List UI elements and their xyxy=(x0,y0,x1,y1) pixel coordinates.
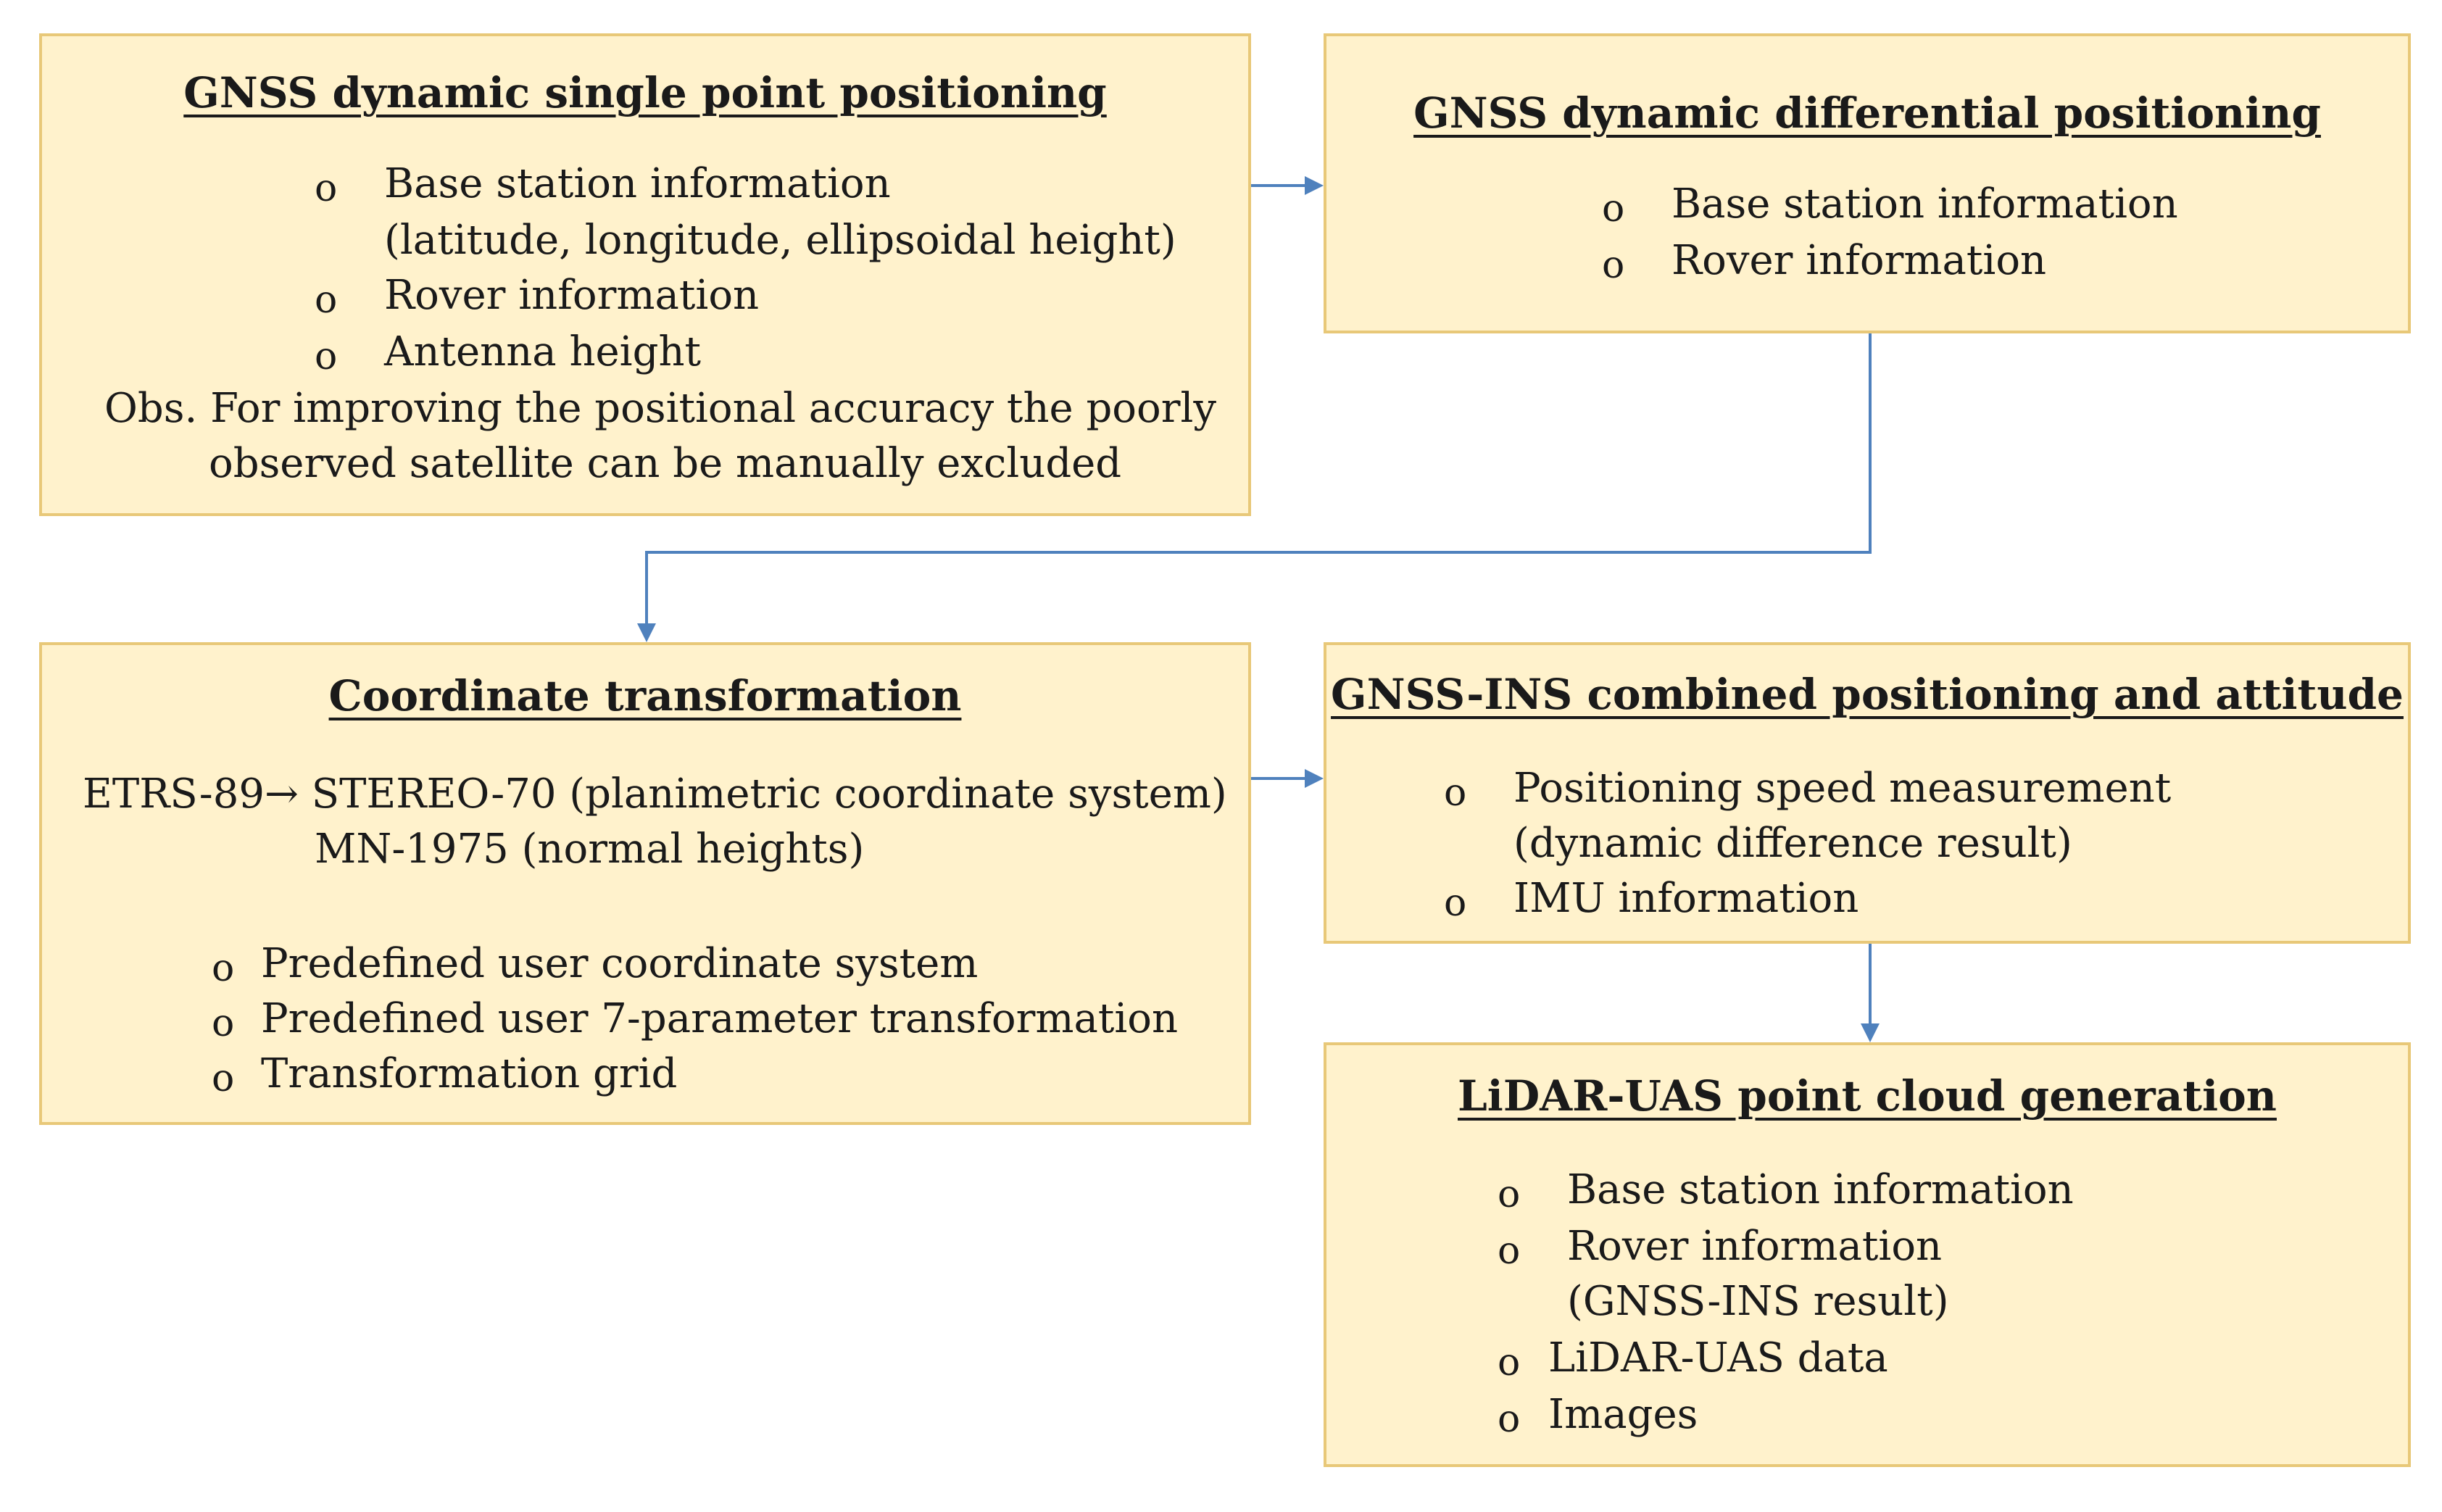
arrowhead-coordinate-to-gnss-ins xyxy=(1305,769,1324,788)
bullet-icon: o xyxy=(1498,1173,1521,1216)
list-item: Images xyxy=(1548,1391,1698,1438)
list-item: Predefined user coordinate system xyxy=(261,940,979,987)
arrowhead-gnss-ins-to-lidar xyxy=(1861,1023,1880,1042)
bullet-icon: o xyxy=(1498,1341,1521,1384)
list-item: Antenna height xyxy=(384,328,702,375)
list-item: Rover information xyxy=(1671,237,2047,284)
bullet-icon: o xyxy=(1602,244,1625,287)
arrowhead-differential-to-coordinate xyxy=(637,623,656,642)
box-title: GNSS dynamic single point positioning xyxy=(183,68,1107,117)
box-gnss-ins-combined: GNSS-INS combined positioning and attitu… xyxy=(1324,642,2411,944)
bullet-icon: o xyxy=(212,1002,235,1045)
list-item: Positioning speed measurement xyxy=(1513,765,2172,812)
list-item-continuation: (latitude, longitude, ellipsoidal height… xyxy=(384,217,1176,264)
bullet-icon: o xyxy=(1444,881,1467,925)
bullet-icon: o xyxy=(1444,771,1467,815)
box-title: LiDAR-UAS point cloud generation xyxy=(1458,1071,2277,1121)
arrowhead-single-to-differential xyxy=(1305,176,1324,195)
list-item: Rover information xyxy=(384,272,760,319)
box-lidar-point-cloud: LiDAR-UAS point cloud generation o Base … xyxy=(1324,1042,2411,1467)
bullet-icon: o xyxy=(1602,187,1625,230)
box-title: Coordinate transformation xyxy=(328,671,962,720)
list-item: Base station information xyxy=(384,160,891,207)
bullet-icon: o xyxy=(212,1057,235,1100)
list-item: LiDAR-UAS data xyxy=(1548,1334,1888,1382)
list-item: Rover information xyxy=(1567,1223,1943,1270)
box-single-point-positioning: GNSS dynamic single point positioning o … xyxy=(39,33,1251,516)
box-title: GNSS dynamic differential positioning xyxy=(1413,88,2321,138)
list-item: Base station information xyxy=(1567,1166,2074,1213)
bullet-icon: o xyxy=(212,947,235,990)
list-item: Base station information xyxy=(1671,180,2178,228)
list-item: IMU information xyxy=(1513,875,1859,922)
transform-line: MN-1975 (normal heights) xyxy=(315,826,865,873)
note-line: observed satellite can be manually exclu… xyxy=(209,440,1122,487)
note-line: Obs. For improving the positional accura… xyxy=(104,385,1217,432)
bullet-icon: o xyxy=(315,167,338,210)
arrow-differential-to-coordinate xyxy=(645,333,1872,631)
bullet-icon: o xyxy=(315,278,338,322)
bullet-icon: o xyxy=(1498,1229,1521,1273)
list-item: Predefined user 7-parameter transformati… xyxy=(261,995,1179,1042)
list-item: Transformation grid xyxy=(261,1050,678,1097)
bullet-icon: o xyxy=(1498,1397,1521,1441)
box-coordinate-transformation: Coordinate transformation ETRS-89→ STERE… xyxy=(39,642,1251,1125)
list-item-continuation: (dynamic difference result) xyxy=(1513,820,2072,867)
box-title: GNSS-INS combined positioning and attitu… xyxy=(1331,670,2404,719)
bullet-icon: o xyxy=(315,335,338,378)
list-item-continuation: (GNSS-INS result) xyxy=(1567,1278,1949,1325)
transform-line: ETRS-89→ STEREO-70 (planimetric coordina… xyxy=(83,770,1227,818)
box-differential-positioning: GNSS dynamic differential positioning o … xyxy=(1324,33,2411,333)
